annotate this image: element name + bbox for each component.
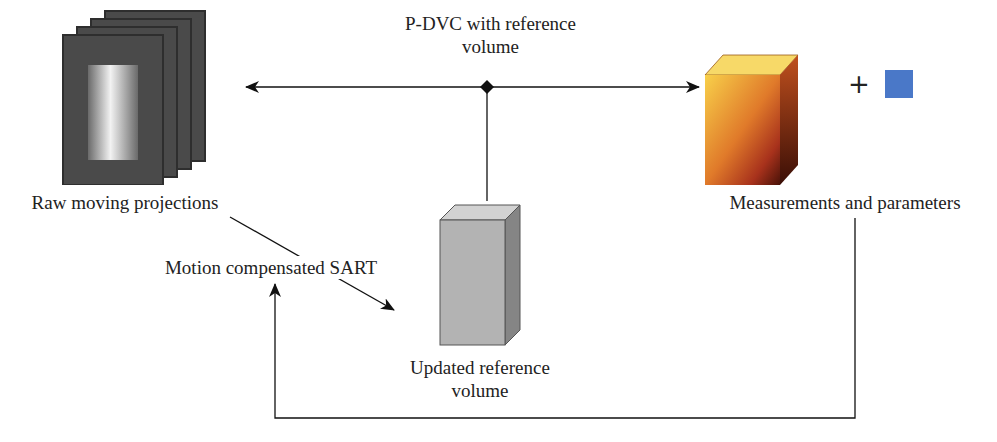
flow-arrow xyxy=(275,218,855,418)
node-label: Raw moving projections xyxy=(5,191,245,214)
node-label: Measurements and parameters xyxy=(700,191,990,214)
figure-node: Updated reference volume xyxy=(395,195,565,402)
junction-diamond xyxy=(480,80,494,94)
junction-stem xyxy=(486,87,487,201)
figure-node: Raw moving projections xyxy=(5,5,245,214)
parameter-square xyxy=(885,70,913,98)
flow-arrow xyxy=(246,86,699,87)
plus-sign: + xyxy=(848,70,870,98)
node-label: Updated reference volume xyxy=(390,356,570,402)
projection-stack xyxy=(5,5,245,185)
grey-volume xyxy=(395,195,565,350)
edge-label: Motion compensated SART xyxy=(148,256,394,279)
measurement-volume xyxy=(700,45,990,185)
edge-label: P-DVC with reference volume xyxy=(400,12,581,58)
figure-node: Measurements and parameters xyxy=(700,45,990,214)
